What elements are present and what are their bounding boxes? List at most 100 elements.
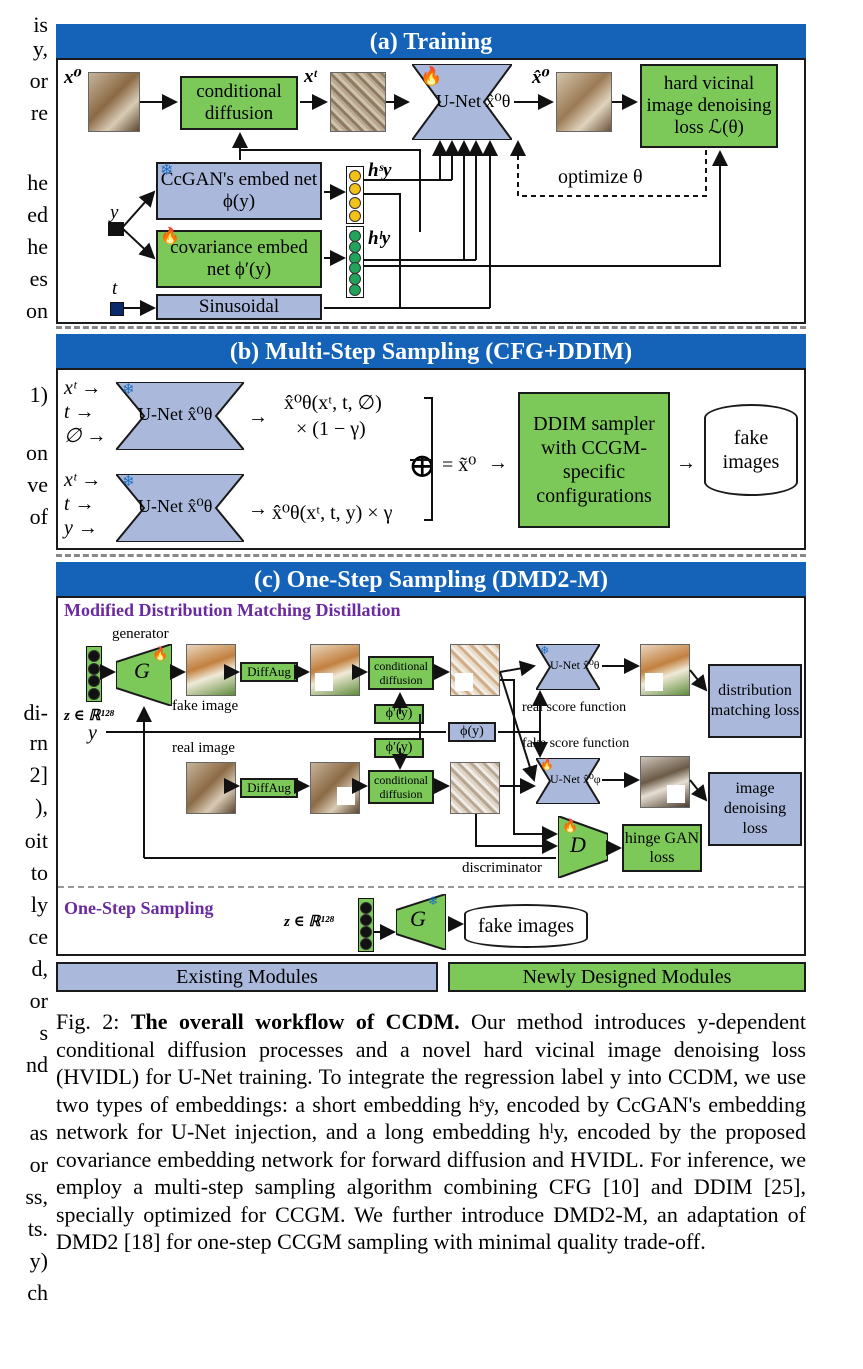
generator-label: generator [112,626,169,642]
fake-score-output [640,756,690,808]
left-fragment: or [29,1152,48,1177]
snowflake-icon: ❄ [428,894,439,908]
hl-label: hˡy [368,228,391,249]
left-fragment: ce [28,924,48,949]
panel-b-title: (b) Multi-Step Sampling (CFG+DDIM) [56,334,806,370]
discriminator-label: discriminator [462,860,542,876]
separator-bc [56,554,806,557]
input-xt-1: xᵗ → [64,377,102,399]
real-image-label: real image [172,740,235,756]
y-node [108,222,124,236]
left-fragment: oit [24,828,48,853]
diffaug-box-2: DiffAug [240,778,298,798]
output-uncond-weight: × (1 − γ) [296,418,366,440]
bead [88,662,100,675]
bead [88,688,100,700]
caption-bold: The overall workflow of CCDM. [130,1009,460,1034]
bead [349,210,361,222]
unet-label-b1: U-Net x̂⁰θ [138,404,213,424]
latent-z-beads [86,646,102,702]
noisy-fake-image [450,644,500,696]
cov-embed-box: covariance embed net ϕ′(y) [156,230,322,288]
unet-label-a: U-Net x̂⁰θ [436,91,511,111]
bead [349,183,361,196]
left-fragment: y, [32,36,48,61]
t-node [110,302,124,316]
G-label-1: G [134,658,150,683]
left-fragment: 2] [29,762,48,787]
left-fragment: on [26,440,48,465]
unet-fake-label: U-Net x̂⁰φ [550,772,601,786]
aug-fake-image [310,644,360,696]
left-fragment: he [27,170,48,195]
optimize-label: optimize θ [558,166,643,188]
panel-c-title: (c) One-Step Sampling (DMD2-M) [56,562,806,598]
left-fragment: es [29,266,48,291]
diffaug-box-1: DiffAug [240,662,298,682]
left-fragment: or [29,68,48,93]
short-embedding-beads [346,166,364,224]
left-fragment: as [29,1120,48,1145]
real-score-label: real score function [522,700,627,715]
bead [360,902,372,914]
cond-diffusion-box-1: conditional diffusion [368,656,434,690]
input-y: y → [64,517,98,539]
z-label-1: z ∈ ℝ¹²⁸ [64,708,115,724]
left-fragment: of [29,504,48,529]
hs-label: hˢy [368,160,392,181]
aug-real-image [310,762,360,814]
left-fragment: y) [29,1248,48,1273]
ccgan-embed-box: CcGAN's embed net ϕ(y) [156,162,322,220]
dog-image-noisy [330,72,386,132]
real-dog-image [186,762,236,814]
left-fragment: ss, [25,1184,48,1209]
bead [360,938,372,950]
snowflake-icon: ❄ [160,162,174,179]
dog-image-denoised [556,72,612,132]
D-label: D [570,832,586,857]
ccgan-embed-label: CcGAN's embed net ϕ(y) [160,169,318,212]
caption-fig: Fig. 2: [56,1009,131,1034]
bead [360,914,372,926]
legend-new: Newly Designed Modules [448,962,806,992]
ddim-sampler-box: DDIM sampler with CCGM-specific configur… [518,392,670,528]
left-fragment: is [33,12,48,37]
figure-caption: Fig. 2: The overall workflow of CCDM. Ou… [56,1008,806,1256]
input-null: ∅ → [64,425,107,447]
separator-onestep [58,886,804,888]
panel-a-title: (a) Training [56,24,806,60]
input-xt-2: xᵗ → [64,469,102,491]
latent-z-beads-2 [358,898,374,952]
fire-icon: 🔥 [562,818,579,833]
sinusoidal-box: Sinusoidal [156,294,322,320]
snowflake-icon: ❄ [122,474,135,490]
left-fragment: d, [31,956,49,981]
unet-shape-b1 [116,382,244,450]
x0hat-label: x̂⁰ [532,67,550,88]
fake-dog-image [186,644,236,696]
left-fragment: ts. [27,1216,48,1241]
left-fragment: nd [26,1052,48,1077]
unet-shape-a [412,64,512,140]
left-fragment: to [30,860,48,885]
left-fragment: rn [29,730,48,755]
left-fragment: on [26,298,48,323]
bead [88,675,100,688]
input-t-2: t → [64,493,95,515]
left-fragment: ve [27,472,48,497]
inputs-group-1: xᵗ → t → ∅ → [64,376,106,448]
left-fragment: he [27,234,48,259]
t-label-a: t [112,278,118,299]
phi-prime-box-1: ϕ′(y) [374,704,424,724]
x0-label: x⁰ [64,67,82,88]
fire-icon: 🔥 [420,66,443,86]
left-fragment: ch [27,1280,48,1305]
unet-label-b2: U-Net x̂⁰θ [138,496,213,516]
generator-shape [116,644,172,706]
input-t-1: t → [64,401,95,423]
inputs-group-2: xᵗ → t → y → [64,468,101,540]
discriminator-shape [558,816,608,878]
z-label-2: z ∈ ℝ¹²⁸ [284,914,335,930]
y-label-c: y [88,722,97,744]
unet-real-shape [536,644,600,690]
